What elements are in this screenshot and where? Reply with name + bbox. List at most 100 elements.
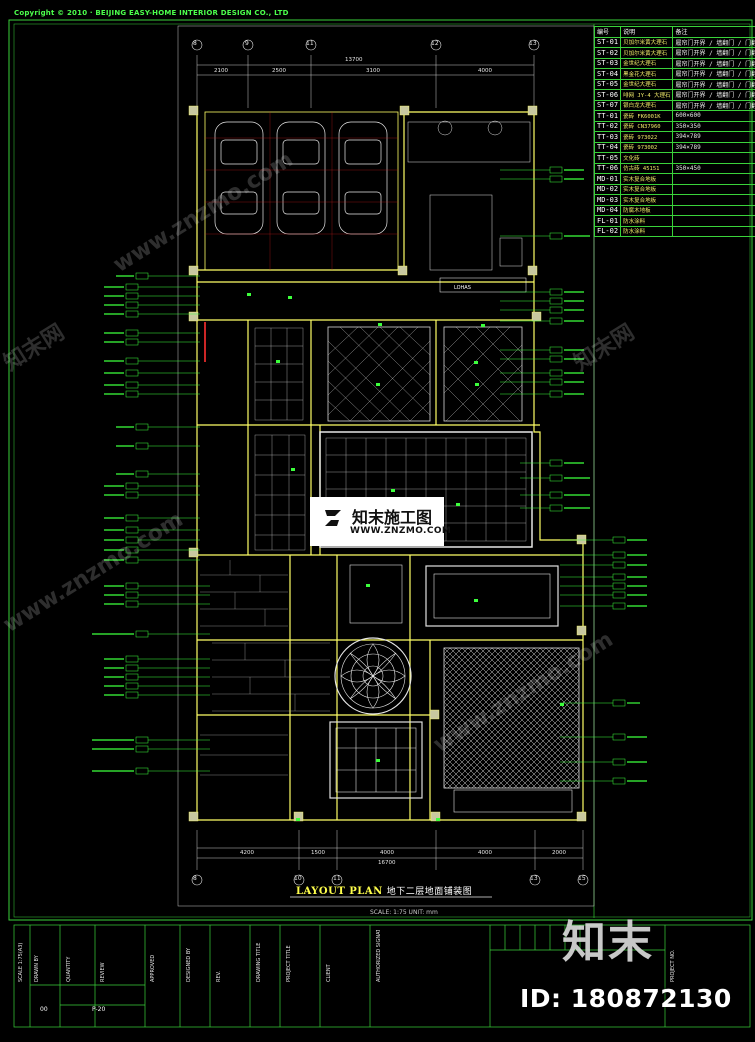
plan-title-en: LAYOUT PLAN: [296, 886, 383, 897]
plan-scale: SCALE: 1:75 UNIT: mm: [370, 909, 438, 916]
legend-code: MD-01: [593, 173, 622, 185]
legend-code: ST-07: [593, 99, 622, 111]
dim-bottom-1: 4200: [240, 850, 254, 856]
brand-watermark: 知末施工图 WWW.ZNZMO.COM: [310, 497, 451, 546]
copyright-text: Copyright © 2010 · BEIJING EASY-HOME INT…: [14, 9, 289, 17]
plan-title-cn: 地下二层地面铺装图: [386, 887, 473, 897]
sheet-number: P-20: [92, 1006, 106, 1013]
legend-note: 600×600: [672, 110, 755, 122]
legend-note: 350×350: [672, 120, 755, 132]
diamond-pattern-room-1: [327, 326, 431, 422]
legend-desc: 黑金花大理石: [620, 68, 674, 80]
title-block-cell: SCALE 1:75(A3): [18, 942, 24, 982]
dim-top-total: 13700: [345, 57, 363, 63]
title-block-cell: PROJECT TITLE: [286, 945, 292, 982]
title-block-cell: DRAWING TITLE: [256, 942, 262, 982]
garage-floor-grid: [205, 112, 398, 270]
dim-top-4: 4000: [478, 68, 492, 74]
dim-top-1: 2100: [214, 68, 228, 74]
legend-desc: 实木复合地板: [620, 194, 674, 206]
legend-desc: 金世纪大理石: [620, 78, 674, 90]
left-material-tags: [138, 275, 210, 772]
legend-desc: 瓷砖 CN37960: [620, 120, 674, 132]
dim-top-2: 2500: [272, 68, 286, 74]
inner-frame: [13, 23, 751, 918]
diamond-pattern-room-2: [443, 326, 523, 422]
legend-note: 履帘门开界 / 墙翻门 / 门翻: [672, 57, 755, 69]
legend-code: TT-05: [593, 152, 622, 164]
title-block: [13, 924, 751, 1028]
legend-code: FL-02: [593, 225, 622, 237]
legend-desc: 实木复合地板: [620, 173, 674, 185]
left-tag-boxes: [125, 272, 149, 775]
legend-desc: 防腐木地板: [620, 204, 674, 216]
title-block-cell: REVIEW: [100, 962, 106, 982]
room-label-lohas: LOHAS: [454, 285, 471, 291]
legend-code: TT-04: [593, 141, 622, 153]
legend-header-row: 编号 说明 备注: [593, 26, 755, 38]
tile-grid-small-room: [254, 327, 306, 551]
legend-code: TT-06: [593, 162, 622, 174]
title-block-cell: CLIENT: [326, 964, 332, 982]
brand-url: WWW.ZNZMO.COM: [350, 526, 452, 536]
legend-desc: 瓷砖 973002: [620, 141, 674, 153]
right-tag-text-strokes: [564, 169, 647, 782]
legend-note: 履帘门开界 / 墙翻门 / 门翻: [672, 78, 755, 90]
title-block-cell: QUANTITY: [66, 956, 72, 982]
legend-desc: 仿古砖 45151: [620, 162, 674, 174]
legend-desc: 银白龙大理石: [620, 99, 674, 111]
dim-top-3: 3100: [366, 68, 380, 74]
floor-medallion: [334, 637, 412, 715]
legend-note: 350×450: [672, 162, 755, 174]
dim-bottom-3: 4000: [380, 850, 394, 856]
legend-code: MD-02: [593, 183, 622, 195]
legend-desc: 贝加尔米黄大理石: [620, 36, 674, 48]
legend-header-code: 编号: [593, 26, 622, 38]
dim-bottom-2: 1500: [311, 850, 325, 856]
brick-pattern-area: [200, 560, 330, 776]
title-block-cell: DRAWN BY: [34, 955, 40, 982]
legend-desc: 防水涂料: [620, 225, 674, 237]
legend-note: 履帘门开界 / 墙翻门 / 门翻: [672, 68, 755, 80]
legend-code: ST-05: [593, 78, 622, 90]
title-block-cell: APPROVED: [150, 954, 156, 982]
legend-note: 394×789: [672, 141, 755, 153]
grid-label-bottom-4: 13: [530, 875, 538, 882]
legend-code: TT-01: [593, 110, 622, 122]
right-tag-boxes: [549, 166, 626, 785]
structural-columns: [188, 105, 587, 822]
lounge-room: [329, 564, 559, 799]
legend-note: [672, 225, 755, 237]
grid-label-top-2: 9: [245, 40, 249, 47]
legend-desc: 实木复合地板: [620, 183, 674, 195]
grid-label-top-5: 13: [529, 40, 537, 47]
legend-code: TT-02: [593, 120, 622, 132]
grid-bubbles: [191, 39, 589, 886]
legend-header-desc: 说明: [620, 26, 674, 38]
legend-code: ST-06: [593, 89, 622, 101]
legend-note: 履帘门开界 / 墙翻门 / 门翻: [672, 47, 755, 59]
grid-label-bottom-3: 11: [333, 875, 341, 882]
right-material-tags: [500, 169, 613, 782]
legend-note: [672, 194, 755, 206]
grid-label-top-3: 11: [306, 40, 314, 47]
legend-code: FL-01: [593, 215, 622, 227]
legend-code: ST-01: [593, 36, 622, 48]
dim-bottom-total: 16700: [378, 860, 396, 866]
legend-note: [672, 173, 755, 185]
